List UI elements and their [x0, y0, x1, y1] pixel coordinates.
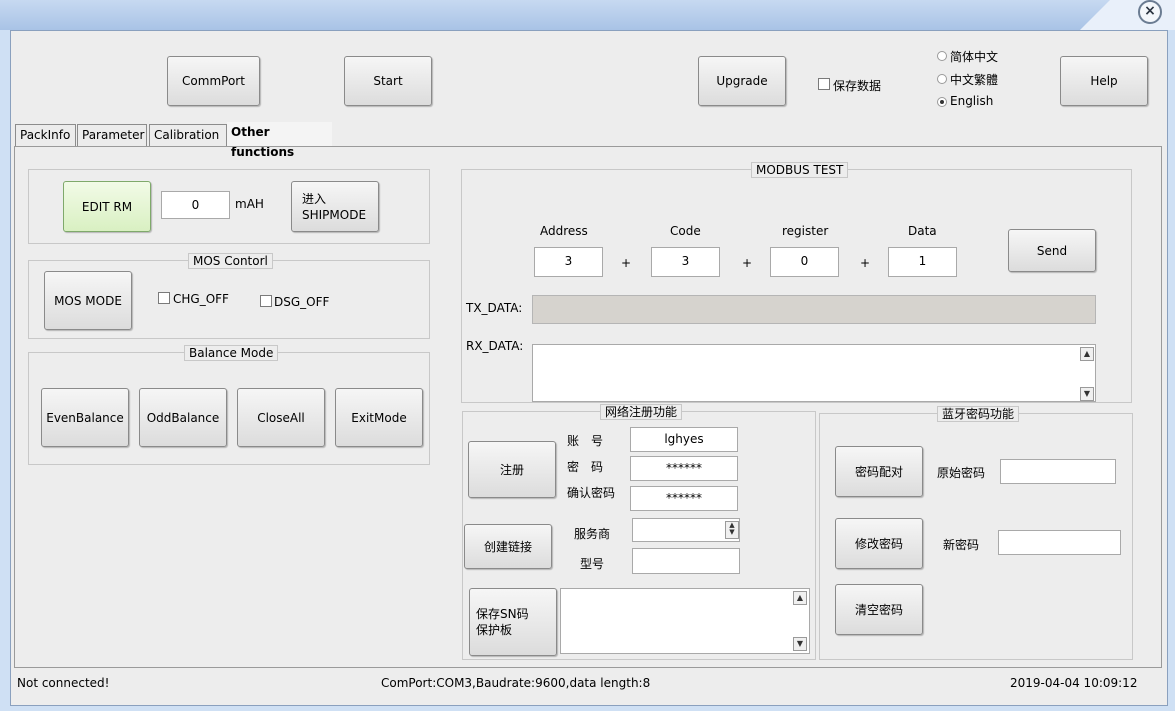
code-label: Code: [670, 224, 701, 238]
save-data-checkbox[interactable]: [818, 78, 830, 90]
shipmode-line1: 进入: [302, 191, 327, 206]
tab-other-functions[interactable]: Other functions: [227, 122, 332, 159]
save-sn-line2: 保护板: [476, 623, 513, 637]
send-button[interactable]: Send: [1008, 229, 1096, 272]
mos-group-title: MOS Contorl: [188, 253, 273, 269]
model-label: 型号: [580, 557, 605, 571]
clear-password-button[interactable]: 清空密码: [835, 584, 923, 635]
balance-group-title: Balance Mode: [184, 345, 279, 361]
odd-balance-button[interactable]: OddBalance: [139, 388, 227, 447]
plus-sign: +: [621, 256, 632, 270]
rx-scroll-down-icon[interactable]: ▼: [1080, 387, 1094, 401]
language-label-traditional: 中文繁體: [950, 73, 999, 87]
chg-off-checkbox[interactable]: [158, 292, 170, 304]
data-input[interactable]: 1: [888, 247, 957, 277]
data-label: Data: [908, 224, 937, 238]
confirm-password-label: 确认密码: [567, 486, 616, 500]
provider-spinner-arrows-icon[interactable]: ▲▼: [725, 521, 739, 539]
language-radio-english[interactable]: [937, 97, 947, 107]
tab-calibration[interactable]: Calibration: [149, 124, 227, 146]
save-sn-line1: 保存SN码: [476, 607, 529, 621]
sn-scroll-down-icon[interactable]: ▼: [793, 637, 807, 651]
modbus-group-title: MODBUS TEST: [751, 162, 849, 178]
password-label: 密 码: [567, 460, 604, 474]
plus-sign: +: [742, 256, 753, 270]
rm-group: [28, 169, 430, 244]
exit-mode-button[interactable]: ExitMode: [335, 388, 423, 447]
close-button[interactable]: ×: [1138, 0, 1162, 24]
even-balance-button[interactable]: EvenBalance: [41, 388, 129, 447]
language-radio-traditional[interactable]: [937, 74, 947, 84]
commport-button[interactable]: CommPort: [167, 56, 260, 106]
code-input[interactable]: 3: [651, 247, 720, 277]
start-button[interactable]: Start: [344, 56, 432, 106]
plus-sign: +: [860, 256, 871, 270]
original-password-label: 原始密码: [937, 466, 986, 480]
original-password-input[interactable]: [1000, 459, 1116, 484]
rx-data-label: RX_DATA:: [466, 339, 524, 353]
account-label: 账 号: [567, 434, 604, 448]
rx-data-textarea[interactable]: [532, 344, 1096, 402]
provider-label: 服务商: [574, 527, 611, 541]
bluetooth-group-title: 蓝牙密码功能: [937, 406, 1020, 422]
modify-password-button[interactable]: 修改密码: [835, 518, 923, 569]
language-label-english: English: [950, 94, 994, 108]
edit-rm-button[interactable]: EDIT RM: [63, 181, 151, 232]
new-password-label: 新密码: [943, 538, 980, 552]
status-datetime: 2019-04-04 10:09:12: [1010, 676, 1138, 690]
pair-password-button[interactable]: 密码配对: [835, 446, 923, 497]
provider-spinner[interactable]: [632, 518, 740, 542]
create-link-button[interactable]: 创建链接: [464, 524, 552, 569]
new-password-input[interactable]: [998, 530, 1121, 555]
language-label-simplified: 简体中文: [950, 50, 999, 64]
connection-status: Not connected!: [17, 676, 110, 690]
address-input[interactable]: 3: [534, 247, 603, 277]
upgrade-button[interactable]: Upgrade: [698, 56, 786, 106]
dsg-off-checkbox[interactable]: [260, 295, 272, 307]
rx-scroll-up-icon[interactable]: ▲: [1080, 347, 1094, 361]
register-button[interactable]: 注册: [468, 441, 556, 498]
sn-scroll-up-icon[interactable]: ▲: [793, 591, 807, 605]
password-input[interactable]: ******: [630, 456, 738, 481]
address-label: Address: [540, 224, 588, 238]
model-input[interactable]: [632, 548, 740, 574]
register-label: register: [782, 224, 829, 238]
register-input[interactable]: 0: [770, 247, 839, 277]
chg-off-label: CHG_OFF: [173, 292, 229, 306]
shipmode-line2: SHIPMODE: [302, 207, 367, 222]
rm-input[interactable]: 0: [161, 191, 230, 219]
port-info: ComPort:COM3,Baudrate:9600,data length:8: [381, 676, 651, 690]
close-all-button[interactable]: CloseAll: [237, 388, 325, 447]
network-group-title: 网络注册功能: [600, 404, 683, 420]
sn-textarea[interactable]: [560, 588, 810, 654]
rm-unit-label: mAH: [235, 197, 264, 211]
help-button[interactable]: Help: [1060, 56, 1148, 106]
title-bar: [0, 0, 1175, 30]
tx-data-field: [532, 295, 1096, 324]
tx-data-label: TX_DATA:: [466, 301, 523, 315]
confirm-password-input[interactable]: ******: [630, 486, 738, 511]
tab-packinfo[interactable]: PackInfo: [15, 124, 76, 146]
language-radio-simplified[interactable]: [937, 51, 947, 61]
tab-content-panel: [14, 146, 1162, 668]
tab-parameter[interactable]: Parameter: [77, 124, 147, 146]
save-sn-button[interactable]: 保存SN码 保护板: [469, 588, 557, 656]
dsg-off-label: DSG_OFF: [274, 295, 330, 309]
mos-mode-button[interactable]: MOS MODE: [44, 271, 132, 330]
save-data-label: 保存数据: [833, 79, 882, 93]
account-input[interactable]: lghyes: [630, 427, 738, 452]
shipmode-button[interactable]: 进入 SHIPMODE: [291, 181, 379, 232]
